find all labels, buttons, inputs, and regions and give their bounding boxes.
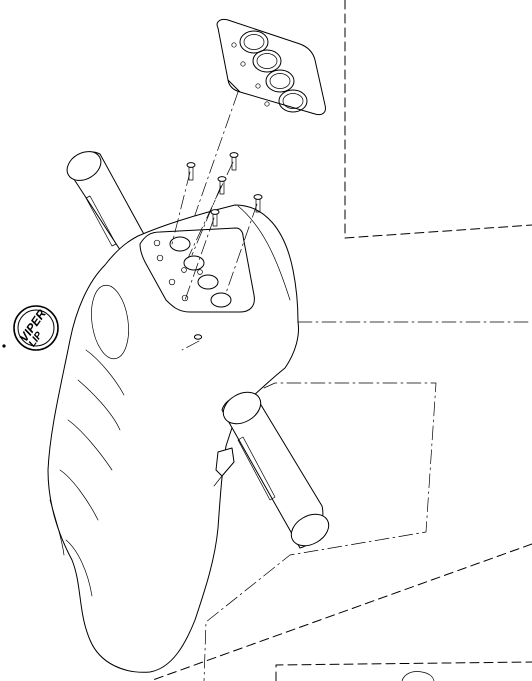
bottom-subassembly-boundary [275,661,532,681]
screw-hole [231,42,237,48]
screw [171,162,196,245]
screw-hole [255,83,261,89]
screw [225,194,263,294]
screw-hole [240,61,246,67]
grip-body [47,204,299,673]
screw-hole [168,278,176,286]
faceplate-ring [278,89,308,113]
plate-ring [197,274,219,290]
faceplate-ring [252,49,282,73]
lower-subassembly-boundary [149,543,532,681]
top-faceplate [216,19,326,116]
body-top-plate [139,227,255,313]
lower-subassembly-leader [203,382,437,681]
screw-hole [264,101,270,107]
faceplate-ring [239,30,269,54]
screw-hole [181,267,187,273]
bottom-part-sketch [401,671,435,681]
screw [184,209,220,301]
upper-handle-grip [66,151,147,263]
plate-ring [210,292,232,308]
lower-handle-grip [221,391,330,549]
screw [191,176,227,256]
screw-hole [156,254,164,262]
faceplate-ring [265,69,295,93]
viper-lip-logo: VIPER LIP [2,305,59,351]
screw-hole [197,269,203,275]
screw [181,334,203,351]
screw-hole [181,294,189,302]
plate-ring [183,255,205,271]
screw-hole [153,239,161,247]
upper-subassembly-boundary [344,0,532,239]
plate-ring [169,236,191,252]
